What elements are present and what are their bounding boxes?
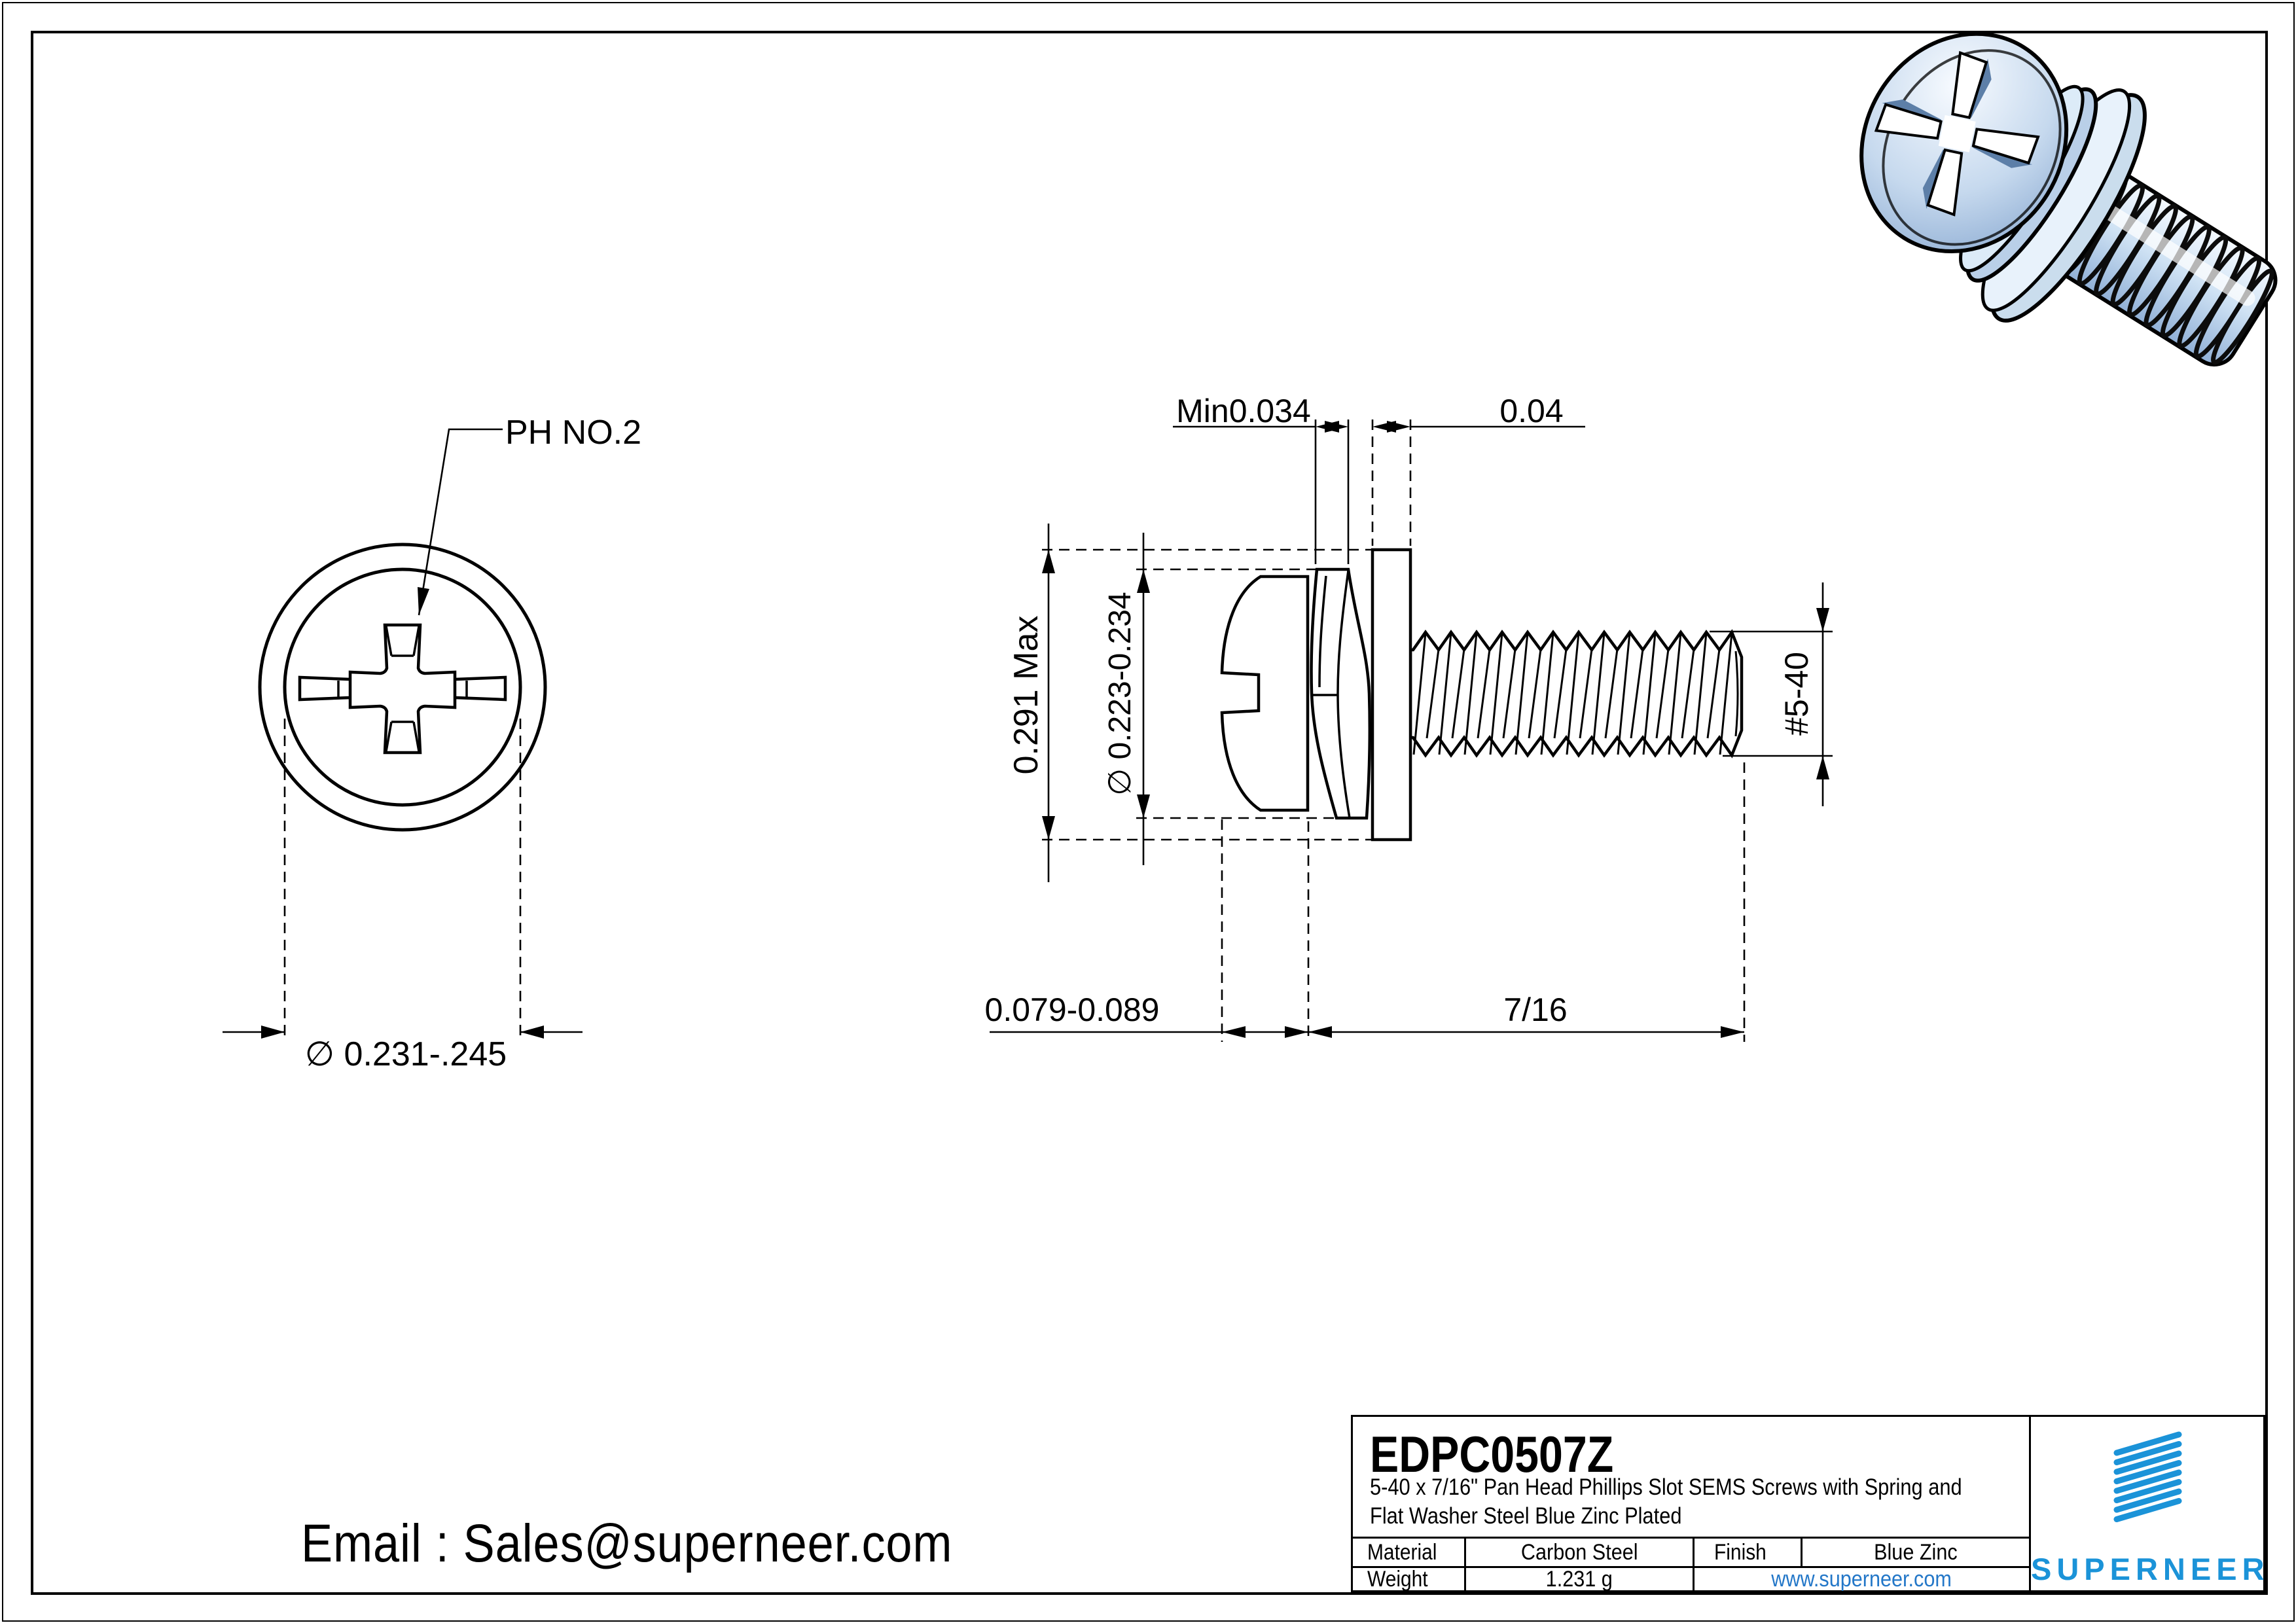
thread-flanks-root [1426,649,1721,739]
pan-head-profile [1220,575,1310,812]
weight-label: Weight [1367,1566,1428,1592]
material-value: Carbon Steel [1520,1539,1638,1565]
head-height-dim: 0.079-0.089 [985,991,1160,1028]
spring-od-dim: ∅ 0.223-0.234 [1103,592,1138,795]
screw-length-dim: 7/16 [1503,991,1567,1028]
brand-logo-cell: SUPERNEER [2029,1417,2265,1590]
extension-lines-dashed [283,419,1746,1042]
thread-tip-face [1734,651,1739,737]
front-view [258,543,547,832]
washer-outline-circle [258,543,547,832]
head-outline-circle [283,567,522,807]
phillips-recess [348,623,457,755]
slot-wing-ticks [337,681,468,698]
drawing-frame [31,31,2268,1595]
logo-stripes [2113,1431,2182,1522]
slot-wing-right [454,675,507,702]
email-text: Email : Sales@superneer.com [301,1514,953,1573]
washer-thickness-dim: 0.04 [1499,393,1563,429]
title-block: EDPC0507Z 5-40 x 7/16" Pan Head Phillips… [1351,1415,2265,1592]
weight-value: 1.231 g [1545,1566,1613,1592]
part-number: EDPC0507Z [1370,1425,1614,1483]
brand-name: SUPERNEER [2031,1552,2270,1586]
render-phillips-cross [1874,50,2040,217]
washer-od-dim: 0.291 Max [1007,616,1045,775]
finish-label: Finish [1714,1539,1767,1565]
phillips-facets [385,626,420,752]
website-link[interactable]: www.superneer.com [1771,1566,1952,1592]
brand-logo-icon [2113,1431,2182,1522]
ph-driver-label: PH NO.2 [505,414,641,452]
part-description-line1: 5-40 x 7/16" Pan Head Phillips Slot SEMS… [1370,1474,1962,1500]
slot-wing-left [298,675,351,702]
spring-washer-split [1312,570,1351,819]
thread-size-dim: #5-40 [1778,652,1815,736]
thread-flanks-crest [1412,632,1733,755]
finish-value: Blue Zinc [1874,1539,1958,1565]
render-head [1859,31,2069,254]
spring-thickness-dim: Min0.034 [1176,393,1311,429]
side-view [1220,548,1744,842]
head-diameter-dim: ∅ 0.231-.245 [305,1035,507,1073]
render-3d [1859,31,2278,366]
flat-washer [1371,548,1412,842]
title-block-description-area: EDPC0507Z 5-40 x 7/16" Pan Head Phillips… [1353,1417,2029,1537]
render-thread-rings [2060,172,2274,365]
part-description-line2: Flat Washer Steel Blue Zinc Plated [1370,1503,1682,1529]
material-label: Material [1367,1539,1437,1565]
dimension-arrows [261,421,1829,1039]
spring-washer [1310,567,1372,820]
